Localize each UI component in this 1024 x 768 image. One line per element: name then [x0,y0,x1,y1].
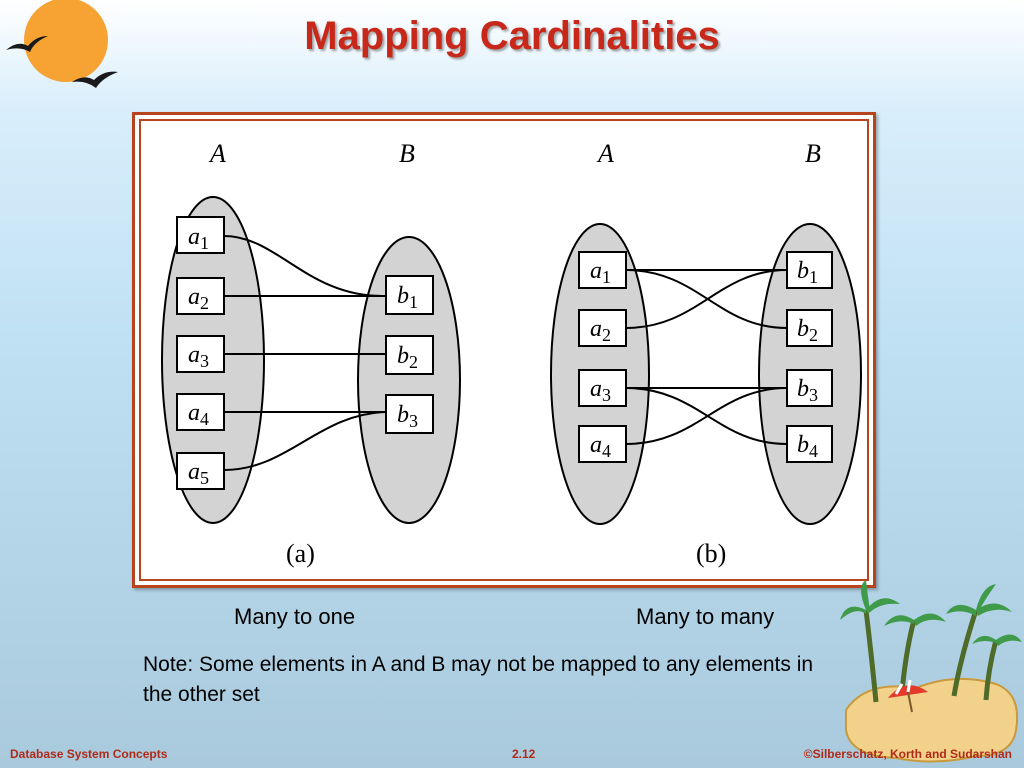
caption-many-to-one: Many to one [234,604,356,629]
bird-icon [72,71,118,88]
diagram-b: A B a1 a2 a3 a4 b1 [550,139,862,568]
svg-text:a3: a3 [590,376,611,405]
element-box: b1 [786,251,833,289]
mapping-line [625,387,788,445]
element-box: a3 [578,369,627,407]
svg-text:a1: a1 [188,224,209,253]
element-box: a2 [578,309,627,347]
svg-text:b2: b2 [797,316,818,345]
set-a-label: A [596,139,614,168]
element-box: b3 [385,394,434,434]
set-b-label: B [399,139,415,168]
set-b-ellipse [357,236,461,524]
set-b-label: B [805,139,821,168]
svg-text:b1: b1 [797,258,818,287]
element-box: a5 [176,452,225,490]
diagram-label: (a) [286,539,315,568]
svg-text:b3: b3 [797,376,818,405]
element-box: a1 [176,216,225,254]
element-box: a4 [578,425,627,463]
mapping-line [223,235,387,298]
element-box: b2 [385,335,434,375]
footer-copyright: ©Silberschatz, Korth and Sudarshan [803,747,1012,761]
mapping-line [625,269,788,329]
element-box: b1 [385,275,434,315]
sun-birds-logo [6,0,118,88]
svg-text:b4: b4 [797,432,818,461]
svg-text:a2: a2 [188,284,209,313]
svg-text:a4: a4 [188,400,209,429]
element-box: a4 [176,393,225,431]
svg-text:a3: a3 [188,342,209,371]
svg-text:b2: b2 [397,343,418,372]
element-box: b2 [786,309,833,347]
palm-island-icon [840,580,1022,763]
element-box: a3 [176,335,225,373]
slide-title: Mapping Cardinalities [304,14,720,58]
svg-text:b3: b3 [397,402,418,431]
diagram-a: A B a1 a2 a3 a4 a5 [161,139,461,568]
caption-many-to-many: Many to many [636,604,775,629]
footer-book-title: Database System Concepts [10,747,168,761]
note-text: Note: Some elements in A and B may not b… [143,653,814,706]
diagram-label: (b) [696,539,726,568]
element-box: b3 [786,369,833,407]
element-box: a1 [578,251,627,289]
bird-icon [6,36,48,52]
svg-text:b1: b1 [397,283,418,312]
svg-text:a1: a1 [590,258,611,287]
sun-icon [24,0,108,82]
svg-text:a2: a2 [590,316,611,345]
element-box: a2 [176,277,225,315]
set-a-label: A [208,139,226,168]
element-box: b4 [786,425,833,463]
mapping-diagram: A B a1 a2 a3 a4 a5 [161,139,862,568]
svg-text:a5: a5 [188,459,209,488]
footer-page-number: 2.12 [512,747,536,761]
svg-text:a4: a4 [590,432,611,461]
mapping-line [223,411,387,471]
